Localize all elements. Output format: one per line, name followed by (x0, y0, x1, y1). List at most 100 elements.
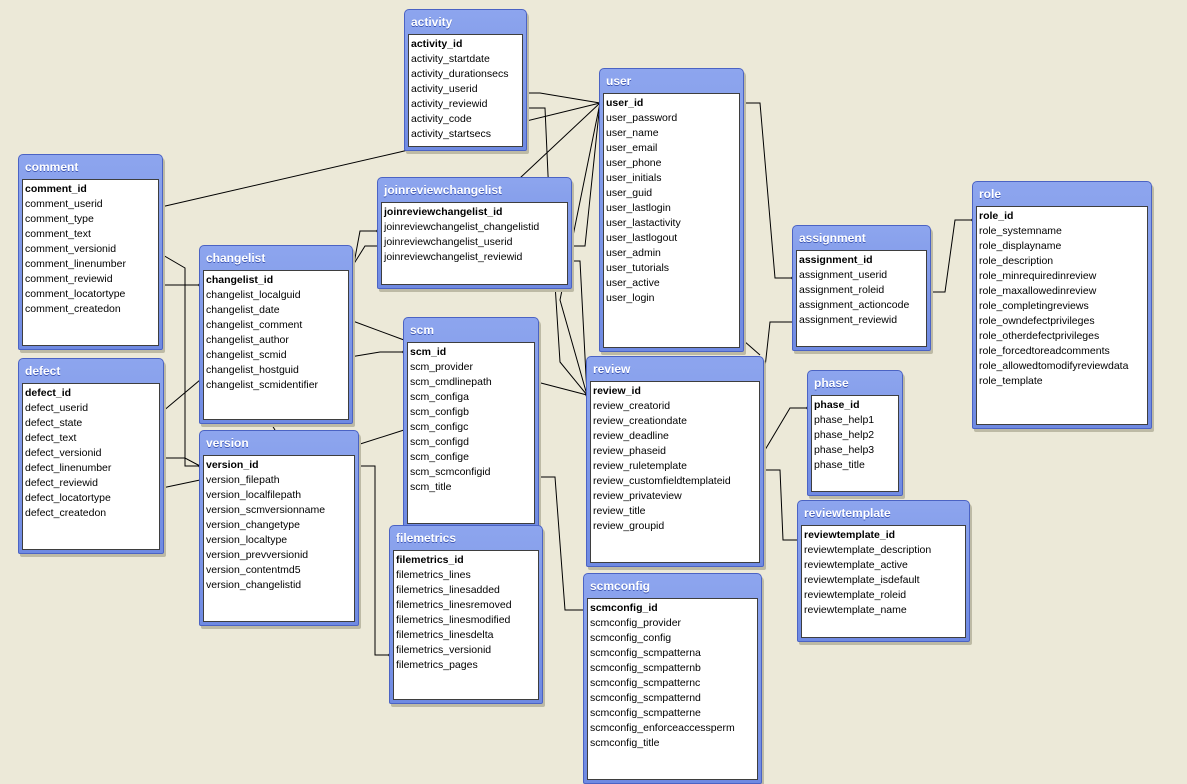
primary-key-field[interactable]: reviewtemplate_id (804, 529, 896, 541)
field[interactable]: scmconfig_config (590, 632, 672, 644)
field[interactable]: comment_locatortype (25, 288, 126, 300)
field[interactable]: assignment_reviewid (799, 314, 898, 326)
field[interactable]: scm_configa (410, 391, 469, 403)
field[interactable]: scm_scmconfigid (410, 466, 491, 478)
field[interactable]: defect_createdon (25, 507, 107, 519)
table-title[interactable]: filemetrics (396, 531, 457, 545)
table-title[interactable]: version (206, 436, 249, 450)
field[interactable]: user_lastlogout (606, 232, 678, 244)
table-title[interactable]: user (606, 74, 632, 88)
field[interactable]: phase_help3 (814, 444, 875, 456)
field[interactable]: reviewtemplate_description (804, 544, 932, 556)
field[interactable]: version_scmversionname (206, 504, 326, 516)
field[interactable]: scm_configd (410, 436, 469, 448)
field[interactable]: role_template (979, 375, 1043, 387)
field[interactable]: defect_text (25, 432, 77, 444)
field[interactable]: scmconfig_enforceaccessperm (590, 722, 735, 734)
field[interactable]: role_displayname (979, 240, 1062, 252)
field[interactable]: activity_userid (411, 83, 478, 95)
field[interactable]: filemetrics_pages (396, 659, 478, 671)
primary-key-field[interactable]: phase_id (814, 399, 860, 411)
field[interactable]: scm_cmdlinepath (410, 376, 492, 388)
primary-key-field[interactable]: user_id (606, 97, 644, 109)
field[interactable]: changelist_hostguid (206, 364, 299, 376)
field[interactable]: filemetrics_versionid (396, 644, 492, 656)
field[interactable]: defect_reviewid (25, 477, 98, 489)
table-title[interactable]: scmconfig (590, 579, 651, 593)
table-title[interactable]: defect (25, 364, 61, 378)
field[interactable]: role_forcedtoreadcomments (979, 345, 1110, 357)
field[interactable]: comment_type (25, 213, 94, 225)
field[interactable]: scmconfig_scmpatterne (590, 707, 701, 719)
field[interactable]: user_lastlogin (606, 202, 671, 214)
field[interactable]: comment_text (25, 228, 91, 240)
field[interactable]: activity_reviewid (411, 98, 488, 110)
field[interactable]: scmconfig_scmpatternc (590, 677, 701, 689)
primary-key-field[interactable]: scm_id (410, 346, 447, 358)
field[interactable]: user_lastactivity (606, 217, 681, 229)
field[interactable]: activity_code (411, 113, 472, 125)
field[interactable]: version_prevversionid (206, 549, 309, 561)
primary-key-field[interactable]: defect_id (25, 387, 72, 399)
primary-key-field[interactable]: scmconfig_id (590, 602, 658, 614)
field[interactable]: phase_help1 (814, 414, 875, 426)
field[interactable]: changelist_date (206, 304, 280, 316)
table-title[interactable]: review (593, 362, 631, 376)
field[interactable]: scm_configb (410, 406, 469, 418)
field[interactable]: role_maxallowedinreview (979, 285, 1097, 297)
field[interactable]: comment_createdon (25, 303, 121, 315)
table-title[interactable]: changelist (206, 251, 266, 265)
field[interactable]: version_changetype (206, 519, 300, 531)
field[interactable]: user_phone (606, 157, 662, 169)
field[interactable]: scmconfig_title (590, 737, 660, 749)
table-filemetrics[interactable]: filemetrics filemetrics_id filemetrics_lin… (389, 525, 543, 704)
field[interactable]: version_contentmd5 (206, 564, 301, 576)
field[interactable]: changelist_author (206, 334, 289, 346)
table-title[interactable]: activity (411, 15, 453, 29)
primary-key-field[interactable]: filemetrics_id (396, 554, 464, 566)
field[interactable]: role_allowedtomodifyreviewdata (979, 360, 1129, 372)
primary-key-field[interactable]: assignment_id (799, 254, 873, 266)
field[interactable]: activity_durationsecs (411, 68, 509, 80)
field[interactable]: reviewtemplate_active (804, 559, 908, 571)
field[interactable]: scm_confige (410, 451, 469, 463)
field[interactable]: role_completingreviews (979, 300, 1089, 312)
field[interactable]: role_systemname (979, 225, 1062, 237)
table-title[interactable]: role (979, 187, 1002, 201)
field[interactable]: review_customfieldtemplateid (593, 475, 731, 487)
field[interactable]: scmconfig_scmpatternb (590, 662, 701, 674)
field[interactable]: filemetrics_linesmodified (396, 614, 511, 626)
field[interactable]: scmconfig_provider (590, 617, 682, 629)
field[interactable]: review_title (593, 505, 646, 517)
table-title[interactable]: reviewtemplate (804, 506, 891, 520)
table-title[interactable]: assignment (799, 231, 866, 245)
table-title[interactable]: comment (25, 160, 79, 174)
field[interactable]: defect_linenumber (25, 462, 112, 474)
field[interactable]: joinreviewchangelist_userid (384, 236, 513, 248)
field[interactable]: changelist_localguid (206, 289, 301, 301)
field[interactable]: activity_startdate (411, 53, 490, 65)
field[interactable]: review_ruletemplate (593, 460, 687, 472)
field[interactable]: review_privateview (593, 490, 682, 502)
field[interactable]: scmconfig_scmpatternd (590, 692, 701, 704)
field[interactable]: defect_state (25, 417, 83, 429)
field[interactable]: review_deadline (593, 430, 669, 442)
field[interactable]: version_localtype (206, 534, 288, 546)
field[interactable]: defect_locatortype (25, 492, 111, 504)
primary-key-field[interactable]: activity_id (411, 38, 463, 50)
field[interactable]: version_changelistid (206, 579, 302, 591)
field[interactable]: scm_title (410, 481, 452, 493)
primary-key-field[interactable]: role_id (979, 210, 1014, 222)
field[interactable]: assignment_actioncode (799, 299, 910, 311)
field[interactable]: role_description (979, 255, 1054, 267)
field[interactable]: user_admin (606, 247, 661, 259)
field[interactable]: defect_userid (25, 402, 89, 414)
field[interactable]: user_login (606, 292, 655, 304)
